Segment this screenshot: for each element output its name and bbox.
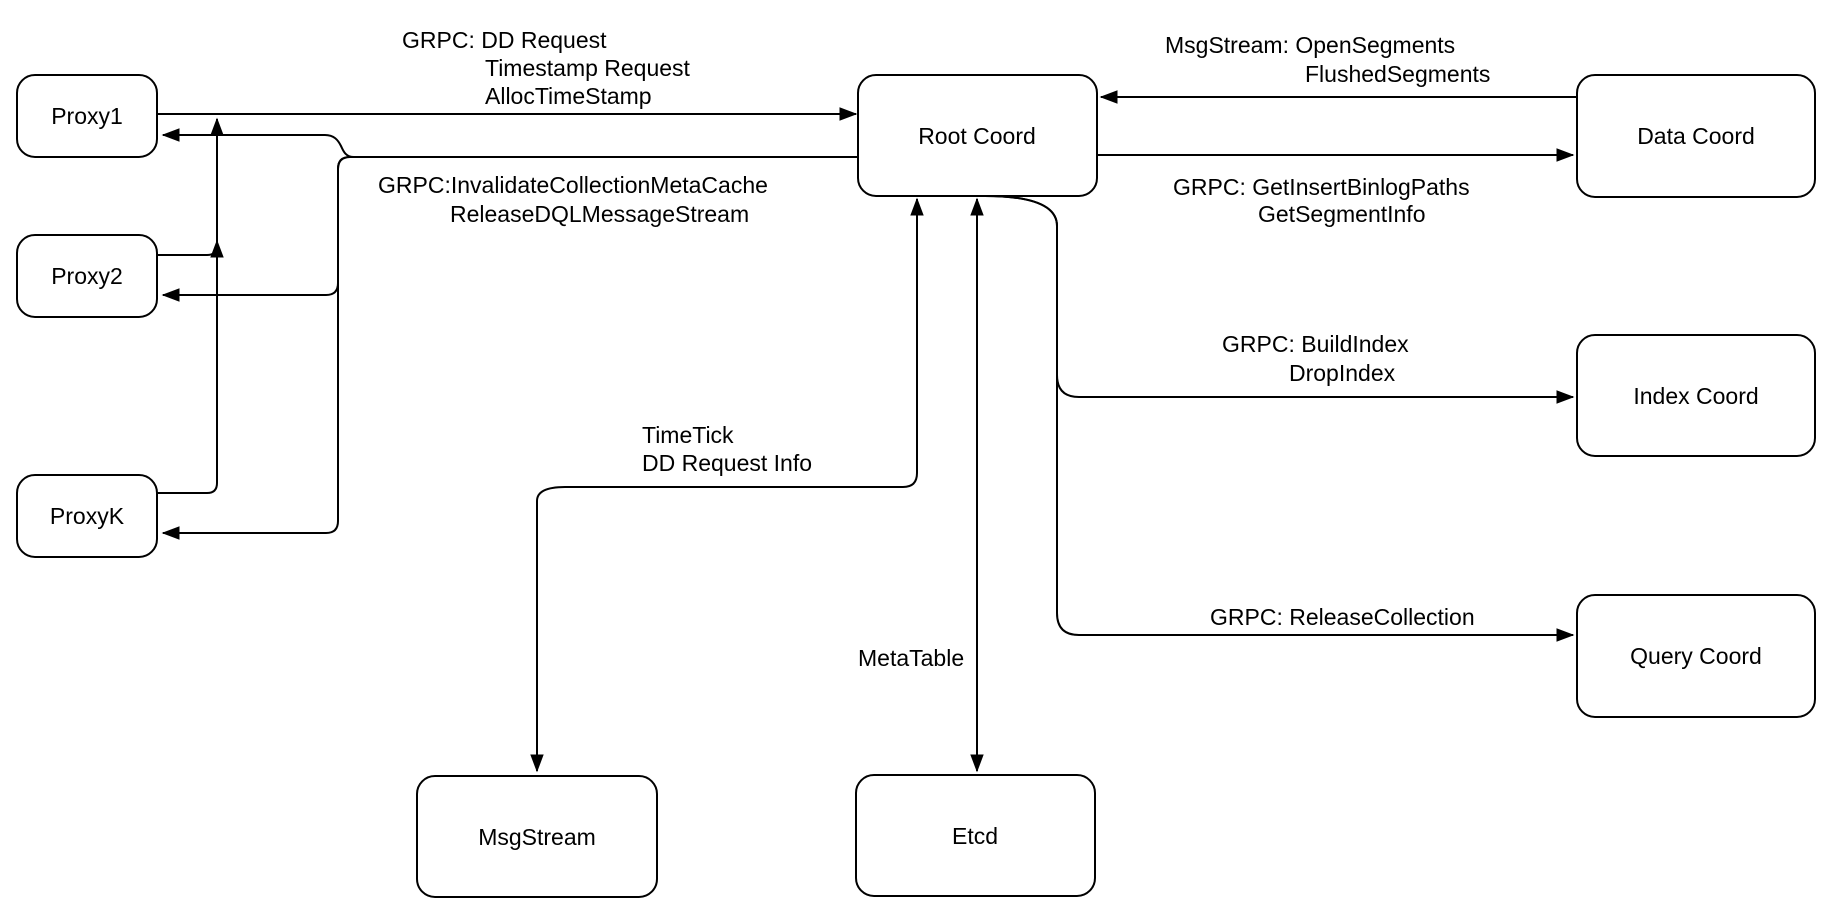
- node-proxyk: ProxyK: [16, 474, 158, 558]
- label-proxy-to-root-line3: AllocTimeStamp: [485, 83, 652, 109]
- node-query-coord: Query Coord: [1576, 594, 1816, 718]
- edges: [157, 90, 1577, 773]
- node-proxy1: Proxy1: [16, 74, 158, 158]
- root-coord-label: Root Coord: [918, 123, 1036, 149]
- proxy2-label: Proxy2: [51, 263, 123, 289]
- label-root-to-proxy-line1: GRPC:InvalidateCollectionMetaCache: [378, 172, 768, 198]
- data-coord-box: [1576, 74, 1816, 198]
- index-coord-label: Index Coord: [1633, 383, 1758, 409]
- proxy1-label: Proxy1: [51, 103, 123, 129]
- label-root-to-index-line2: DropIndex: [1289, 360, 1396, 386]
- edge-proxy2-to-rootcoord: [157, 117, 224, 256]
- label-root-to-query-line1: GRPC: ReleaseCollection: [1210, 604, 1475, 630]
- proxyk-box: [16, 474, 158, 558]
- data-coord-label: Data Coord: [1637, 123, 1755, 149]
- msgstream-label: MsgStream: [478, 824, 596, 850]
- node-data-coord: Data Coord: [1576, 74, 1816, 198]
- query-coord-label: Query Coord: [1630, 643, 1762, 669]
- root-coord-box: [857, 74, 1098, 197]
- etcd-box: [855, 774, 1096, 897]
- label-root-to-index-line1: GRPC: BuildIndex: [1222, 331, 1409, 357]
- proxy2-box: [16, 234, 158, 318]
- index-coord-box: [1576, 334, 1816, 457]
- node-msgstream: MsgStream: [416, 775, 658, 898]
- proxy1-box: [16, 74, 158, 158]
- label-msgstream-to-root-line1: TimeTick: [642, 422, 734, 448]
- node-proxy2: Proxy2: [16, 234, 158, 318]
- label-root-to-data-line2: GetSegmentInfo: [1258, 201, 1426, 227]
- proxyk-label: ProxyK: [50, 503, 125, 529]
- label-msgstream-to-root-line2: DD Request Info: [642, 450, 812, 476]
- node-etcd: Etcd: [855, 774, 1096, 897]
- label-data-to-root-line2: FlushedSegments: [1305, 61, 1490, 87]
- label-data-to-root-line1: MsgStream: OpenSegments: [1165, 32, 1455, 58]
- query-coord-box: [1576, 594, 1816, 718]
- edge-labels: GRPC: DD Request Timestamp Request Alloc…: [378, 27, 1490, 671]
- edge-rootcoord-to-proxyk: [161, 156, 858, 540]
- edge-proxyk-to-rootcoord: [157, 239, 224, 494]
- label-proxy-to-root-line2: Timestamp Request: [485, 55, 691, 81]
- edge-rootcoord-msgstream: [530, 197, 924, 773]
- msgstream-box: [416, 775, 658, 898]
- node-root-coord: Root Coord: [857, 74, 1098, 197]
- label-proxy-to-root-line1: GRPC: DD Request: [402, 27, 607, 53]
- label-root-to-etcd-line1: MetaTable: [858, 645, 964, 671]
- etcd-label: Etcd: [952, 823, 998, 849]
- edge-rootcoord-to-proxy1: [161, 128, 858, 158]
- node-index-coord: Index Coord: [1576, 334, 1816, 457]
- label-root-to-data-line1: GRPC: GetInsertBinlogPaths: [1173, 174, 1470, 200]
- label-root-to-proxy-line2: ReleaseDQLMessageStream: [450, 201, 749, 227]
- edge-rootcoord-to-querycoord: [984, 195, 1575, 642]
